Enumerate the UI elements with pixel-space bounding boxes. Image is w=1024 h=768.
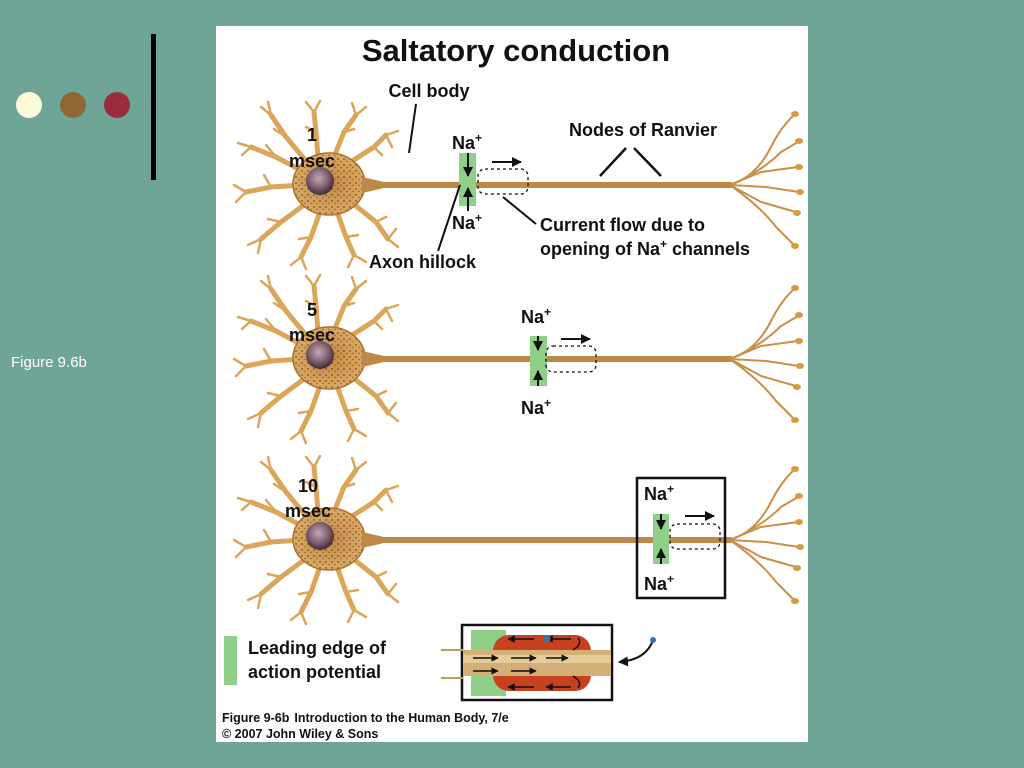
na-label: Na+ bbox=[452, 131, 482, 153]
panel-time-unit: msec bbox=[289, 325, 335, 345]
nodes-of-ranvier-label: Nodes of Ranvier bbox=[569, 120, 717, 140]
na-label: Na+ bbox=[644, 482, 674, 504]
cell-body-label: Cell body bbox=[388, 81, 469, 101]
zoom-pointer bbox=[618, 639, 654, 667]
panel-time: 10 bbox=[298, 476, 318, 496]
axon-hillock-label: Axon hillock bbox=[369, 252, 477, 272]
current-flow-label-line1: Current flow due to bbox=[540, 215, 705, 235]
neuron-illustration bbox=[234, 275, 804, 443]
node-pointer bbox=[599, 147, 627, 177]
saltatory-conduction-diagram: Saltatory conduction 1 msec Cell body Na… bbox=[222, 33, 808, 741]
current-flow-loop bbox=[669, 523, 721, 550]
axon-hillock-pointer bbox=[437, 184, 461, 252]
panel-time: 5 bbox=[307, 300, 317, 320]
panel-time-unit: msec bbox=[289, 151, 335, 171]
current-flow-label-line2: opening of Na+ channels bbox=[540, 237, 750, 259]
zoom-origin-dot bbox=[650, 637, 656, 643]
legend: Leading edge of action potential bbox=[224, 636, 387, 685]
panel-5msec: 5 msec Na+ Na+ bbox=[234, 275, 804, 443]
na-label: Na+ bbox=[644, 572, 674, 594]
current-flow-loop bbox=[545, 345, 597, 373]
bullet-dot-brown bbox=[60, 92, 86, 118]
bullet-dot-maroon bbox=[104, 92, 130, 118]
bullet-dot-cream bbox=[16, 92, 42, 118]
current-flow-pointer bbox=[502, 196, 537, 225]
cell-body-pointer bbox=[408, 103, 417, 154]
na-label: Na+ bbox=[521, 305, 551, 327]
panel-1msec: 1 msec Cell body Na+ Na+ Nodes of Ranvie… bbox=[234, 81, 804, 272]
legend-label-line1: Leading edge of bbox=[248, 638, 387, 658]
na-label: Na+ bbox=[452, 211, 482, 233]
figure-panel: Saltatory conduction 1 msec Cell body Na… bbox=[216, 26, 808, 742]
legend-swatch bbox=[224, 636, 237, 685]
slide-caption: Figure 9.6b bbox=[11, 354, 87, 371]
na-label: Na+ bbox=[521, 396, 551, 418]
node-pointer bbox=[633, 147, 662, 177]
panel-time-unit: msec bbox=[285, 501, 331, 521]
panel-10msec: 10 msec Na+ Na+ bbox=[234, 456, 804, 702]
magnified-node-box bbox=[635, 476, 727, 600]
current-flow-loop bbox=[477, 168, 529, 195]
legend-label-line2: action potential bbox=[248, 662, 381, 682]
panel-time: 1 bbox=[307, 125, 317, 145]
diagram-title: Saltatory conduction bbox=[362, 33, 670, 68]
credit-line2: © 2007 John Wiley & Sons bbox=[222, 727, 378, 741]
magnified-inset bbox=[441, 623, 614, 702]
slide-bullet-dots bbox=[16, 92, 136, 122]
title-divider-bar bbox=[151, 34, 156, 180]
